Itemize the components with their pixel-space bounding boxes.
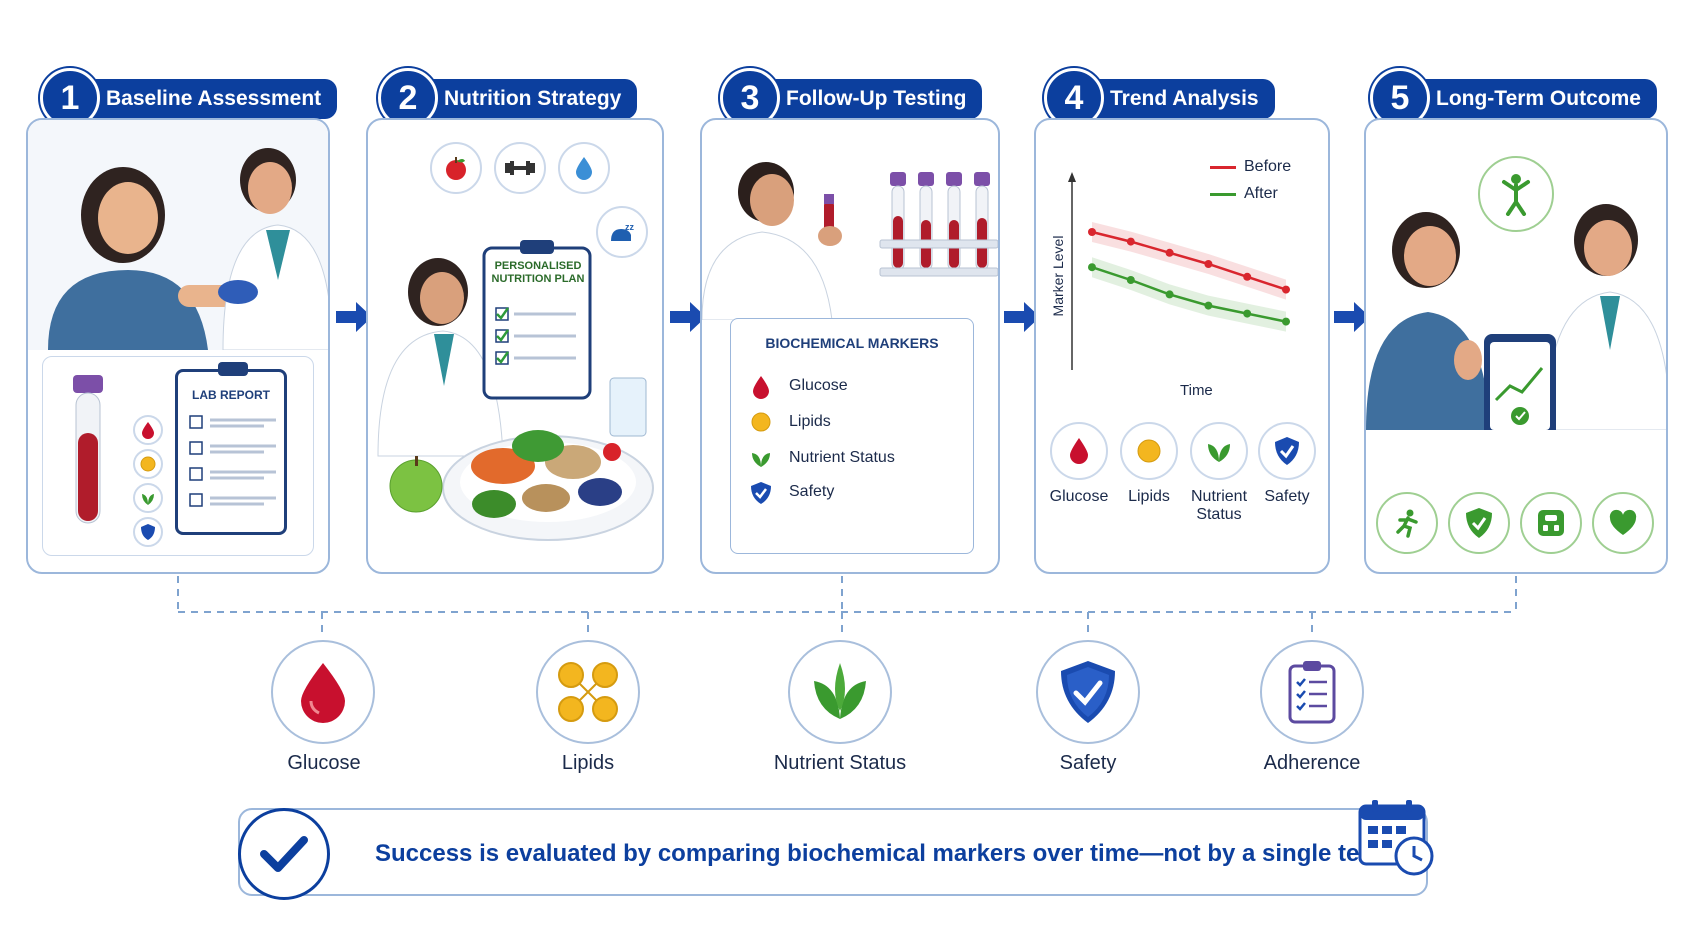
- marker-label-nutrient-status: Nutrient Status: [773, 752, 907, 774]
- arrow-right-icon: [1004, 302, 1040, 332]
- water-drop-icon: [558, 142, 610, 194]
- leaf-icon: [1190, 422, 1248, 480]
- arrow-right-icon: [336, 302, 372, 332]
- marker-item-lipids: Lipids: [789, 413, 831, 430]
- icon-label-nutrient: Nutrient: [1190, 488, 1248, 505]
- blood-draw-illustration: [28, 120, 328, 350]
- series-line-after: [1091, 266, 1287, 323]
- arrow-right-icon: [1334, 302, 1370, 332]
- step-title: Long-Term Outcome: [1410, 79, 1657, 119]
- step-title: Baseline Assessment: [80, 79, 338, 119]
- plan-title-line1: PERSONALISED: [494, 260, 582, 272]
- step-title: Nutrition Strategy: [418, 79, 638, 119]
- marker-label-lipids: Lipids: [561, 752, 615, 774]
- step-title: Follow-Up Testing: [760, 79, 983, 119]
- shield-icon: [751, 482, 771, 504]
- glucose-drop-icon: [1050, 422, 1108, 480]
- lipids-icon: [536, 640, 640, 744]
- step-title: Trend Analysis: [1084, 79, 1275, 119]
- data-point-after: [1088, 263, 1096, 272]
- biochemical-markers-box: BIOCHEMICAL MARKERS Glucose Lipids Nutri…: [730, 318, 974, 554]
- patient-doctor-illustration: [1366, 204, 1666, 430]
- dashed-connector: [177, 576, 1517, 638]
- plan-title: PERSONALISED NUTRITION PLAN: [486, 260, 590, 286]
- svg-text:zz: zz: [625, 222, 635, 232]
- series-line-before: [1091, 230, 1287, 291]
- apple-icon: [430, 142, 482, 194]
- y-axis-arrowhead: [1068, 172, 1076, 182]
- clipboard-checklist-icon: [1260, 640, 1364, 744]
- legend-after: After: [1244, 185, 1278, 202]
- x-axis-label: Time: [1180, 382, 1213, 399]
- marker-item-safety: Safety: [789, 483, 835, 500]
- lab-technician-illustration: [702, 162, 998, 320]
- leaf-icon: [788, 640, 892, 744]
- shield-check-icon: [1036, 640, 1140, 744]
- icon-label-status: Status: [1196, 506, 1242, 523]
- shield-check-icon: [1448, 492, 1510, 554]
- marker-item-nutrient-status: Nutrient Status: [789, 449, 895, 466]
- heart-icon: [1592, 492, 1654, 554]
- y-axis-label: Marker Level: [1050, 235, 1066, 317]
- leaf-icon: [752, 453, 770, 467]
- banner-text: Success is evaluated by comparing bioche…: [375, 840, 1388, 867]
- scale-icon: [1520, 492, 1582, 554]
- legend-before: Before: [1244, 158, 1292, 175]
- data-point-after: [1126, 276, 1135, 284]
- lipid-bead-icon: [1120, 422, 1178, 480]
- panel-follow-up-testing: BIOCHEMICAL MARKERS Glucose Lipids Nutri…: [700, 118, 1000, 574]
- data-point-after: [1204, 301, 1213, 310]
- blood-tube-icon: [73, 375, 103, 524]
- dumbbell-icon: [494, 142, 546, 194]
- shield-icon: [133, 517, 163, 547]
- data-point-after: [1282, 317, 1290, 326]
- marker-label-safety: Safety: [1059, 752, 1117, 774]
- panel-long-term-outcome: [1364, 118, 1668, 574]
- data-point-before: [1165, 248, 1174, 257]
- glucose-drop-icon: [271, 640, 375, 744]
- data-point-after: [1165, 290, 1174, 299]
- panel-nutrition-strategy: zz PERSONALISED: [366, 118, 664, 574]
- data-point-before: [1126, 237, 1135, 246]
- success-banner: Success is evaluated by comparing bioche…: [238, 800, 1434, 900]
- glucose-drop-icon: [133, 415, 163, 445]
- lab-report-card: LAB REPORT: [42, 356, 314, 556]
- box-title: BIOCHEMICAL MARKERS: [765, 335, 939, 351]
- active-person-icon: [1478, 156, 1554, 232]
- calendar-clock-icon: [1358, 800, 1434, 876]
- checkmark-circle-icon: [238, 808, 330, 900]
- panel-trend-analysis: Before After Marker Level Time Glucose L…: [1034, 118, 1330, 574]
- running-icon: [1376, 492, 1438, 554]
- lipid-bead-icon: [133, 449, 163, 479]
- data-point-before: [1282, 285, 1290, 294]
- marker-item-glucose: Glucose: [789, 377, 848, 394]
- data-point-before: [1204, 260, 1213, 268]
- plan-title-line2: NUTRITION PLAN: [491, 273, 585, 285]
- icon-label-lipids: Lipids: [1128, 488, 1170, 505]
- data-point-before: [1243, 272, 1252, 281]
- panel-baseline-assessment: LAB REPORT: [26, 118, 330, 574]
- dietitian-plan-illustration: [377, 240, 654, 541]
- legend-before-swatch: [1210, 166, 1236, 169]
- shield-icon: [1258, 422, 1316, 480]
- series-band-before: [1092, 222, 1286, 300]
- lipid-bead-icon: [751, 412, 771, 432]
- legend-after-swatch: [1210, 193, 1236, 196]
- data-point-before: [1088, 228, 1096, 236]
- clipboard-clip: [218, 362, 248, 376]
- series-band-after: [1092, 257, 1286, 332]
- glucose-drop-icon: [753, 376, 769, 399]
- checklist-lines: [189, 415, 276, 507]
- lab-report-title: LAB REPORT: [192, 388, 270, 402]
- sleep-icon: zz: [596, 206, 648, 258]
- leaf-icon: [133, 483, 163, 513]
- icon-label-safety: Safety: [1264, 488, 1310, 505]
- lab-report-clipboard: LAB REPORT: [175, 362, 287, 535]
- data-point-after: [1243, 309, 1252, 318]
- arrow-right-icon: [670, 302, 706, 332]
- trend-line-chart: [1068, 172, 1290, 370]
- icon-label-glucose: Glucose: [1049, 488, 1109, 505]
- marker-label-adherence: Adherence: [1263, 752, 1361, 774]
- marker-label-glucose: Glucose: [287, 752, 361, 774]
